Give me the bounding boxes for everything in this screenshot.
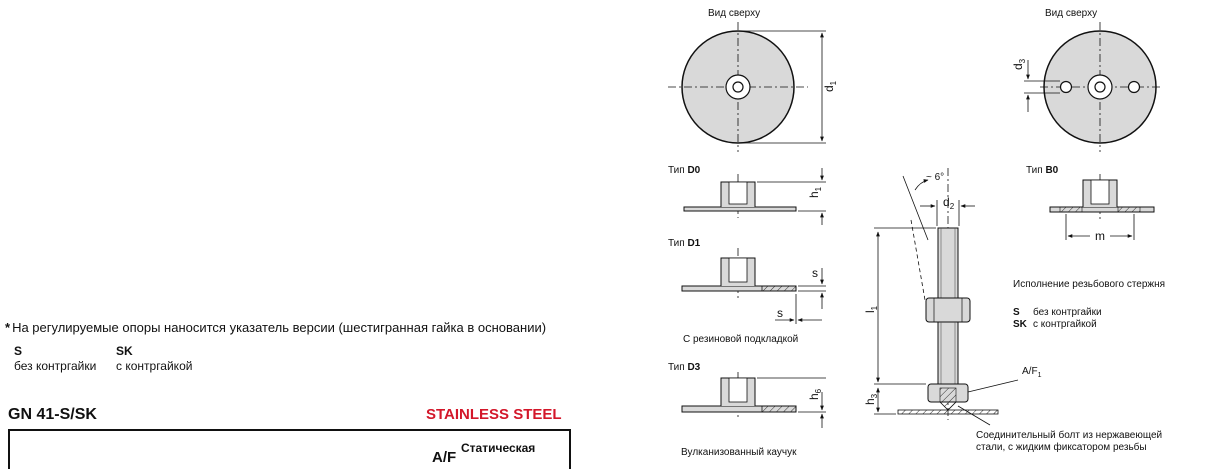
type-d1-label: Тип D1	[668, 238, 701, 249]
type-b0-profile: m	[1049, 174, 1155, 243]
version-s-desc: без контргайки	[14, 359, 97, 373]
dim-d2: d2	[943, 195, 955, 211]
bolt-note-line1: Соединительный болт из нержавеющей	[976, 429, 1162, 441]
dim-af: A/F1	[1022, 366, 1042, 379]
dim-s-horizontal: s	[777, 306, 783, 320]
dim-d1: d1	[822, 80, 838, 92]
type-d3-label: Тип D3	[668, 362, 701, 373]
type-d1-profile: s s	[681, 248, 826, 324]
product-title: GN 41-S/SK	[8, 406, 97, 423]
bolt-note-line2: стали, с жидким фиксатором резьбы	[976, 441, 1147, 453]
rubber-pad-label: С резиновой подкладкой	[683, 334, 798, 345]
spec-table	[8, 429, 571, 469]
rod-sk-desc: с контргайкой	[1033, 319, 1097, 330]
table-header-af: A/F	[432, 449, 457, 466]
version-note: *На регулируемые опоры наносится указате…	[5, 320, 546, 335]
version-s-code: S	[14, 344, 23, 358]
dim-h3: h3	[863, 393, 879, 405]
asterisk: *	[5, 320, 11, 335]
type-d3-profile: h6	[681, 372, 826, 428]
dim-d3: d3	[1011, 58, 1027, 70]
version-sk-code: SK	[116, 344, 133, 358]
dim-s-vertical: s	[812, 266, 818, 280]
type-b0-label: Тип B0	[1026, 165, 1059, 176]
rod-s-desc: без контргайки	[1033, 306, 1102, 318]
top-view-1-label: Вид сверху	[708, 8, 760, 19]
dim-h6: h6	[807, 388, 823, 400]
rod-s-code: S	[1013, 307, 1020, 318]
top-view-1: d1	[668, 22, 838, 152]
dim-m: m	[1095, 229, 1105, 243]
rod-version-title: Исполнение резьбового стержня	[1013, 278, 1165, 290]
dim-l1: l1	[863, 305, 879, 313]
material-label: STAINLESS STEEL	[426, 406, 562, 423]
version-sk-desc: с контргайкой	[116, 359, 193, 373]
rod-sk-code: SK	[1013, 319, 1028, 330]
vulcanized-label: Вулканизованный каучук	[681, 447, 797, 458]
type-d0-profile: h1	[683, 168, 826, 225]
type-d0-label: Тип D0	[668, 165, 701, 176]
angle-label: ~ 6°	[926, 172, 944, 183]
threaded-rod-view: ~ 6° d2 l1 h3 A/F1	[863, 168, 1042, 426]
version-note-text: На регулируемые опоры наносится указател…	[12, 320, 547, 335]
top-view-2-label: Вид сверху	[1045, 8, 1097, 19]
dim-h1: h1	[807, 186, 823, 198]
table-header-static: Статическая	[461, 441, 536, 455]
top-view-2: d3	[1011, 22, 1162, 152]
